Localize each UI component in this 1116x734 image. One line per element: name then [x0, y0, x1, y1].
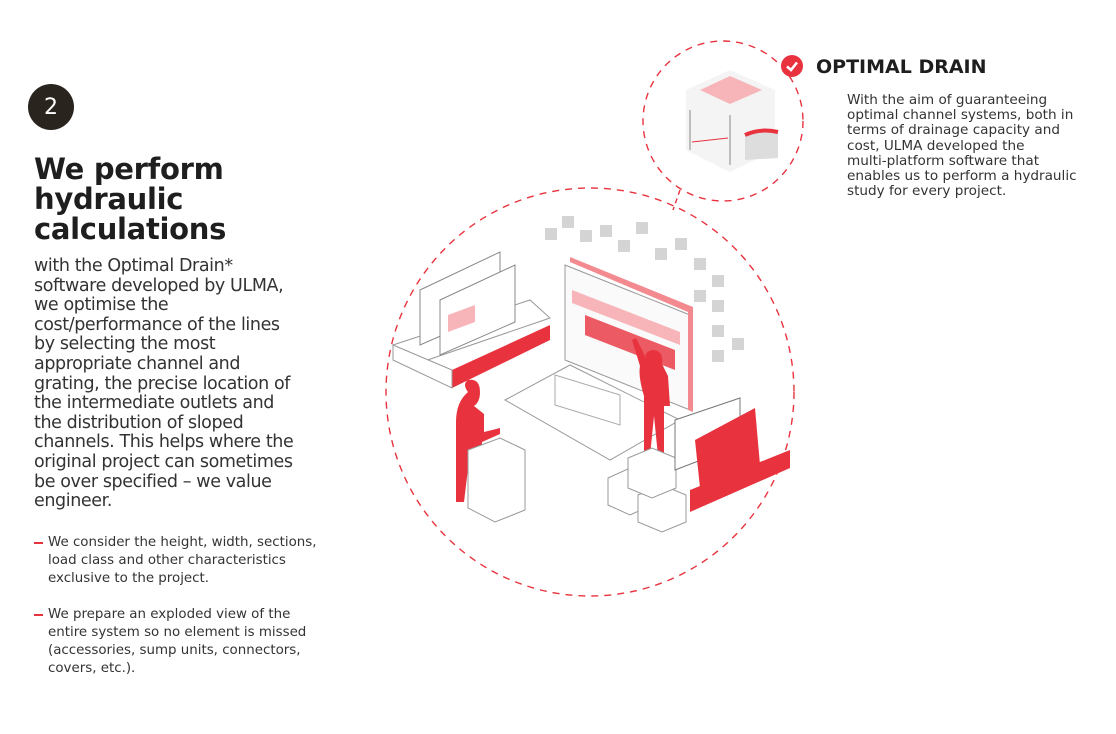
list-item-text: We prepare an exploded view of the entir…	[48, 607, 307, 676]
connector-line	[672, 189, 681, 211]
left-shelf	[392, 251, 551, 389]
intro-paragraph: with the Optimal Drain* software develop…	[34, 256, 294, 512]
cube-icon	[686, 70, 779, 172]
lectern	[467, 437, 526, 523]
optimal-drain-title: OPTIMAL DRAIN	[816, 56, 987, 78]
step-number-badge: 2	[28, 84, 74, 130]
list-item-text: We consider the height, width, sections,…	[48, 535, 317, 586]
right-shelf	[674, 397, 790, 512]
dash-icon	[34, 542, 43, 544]
list-item: We consider the height, width, sections,…	[34, 534, 334, 588]
person-left-icon	[456, 379, 500, 502]
small-dashed-circle	[642, 40, 804, 202]
list-item: We prepare an exploded view of the entir…	[34, 606, 334, 678]
feature-list: We consider the height, width, sections,…	[34, 534, 334, 696]
person-right-icon	[632, 338, 670, 456]
pixel-squares	[545, 216, 744, 362]
folder-icon	[695, 408, 760, 488]
page-title: We perform hydraulic calculations	[34, 152, 227, 246]
optimal-drain-description: With the aim of guaranteeing optimal cha…	[847, 92, 1077, 200]
large-dashed-circle	[385, 187, 795, 597]
check-circle-icon	[781, 55, 803, 77]
boxes	[607, 447, 687, 533]
dash-icon	[34, 614, 43, 616]
